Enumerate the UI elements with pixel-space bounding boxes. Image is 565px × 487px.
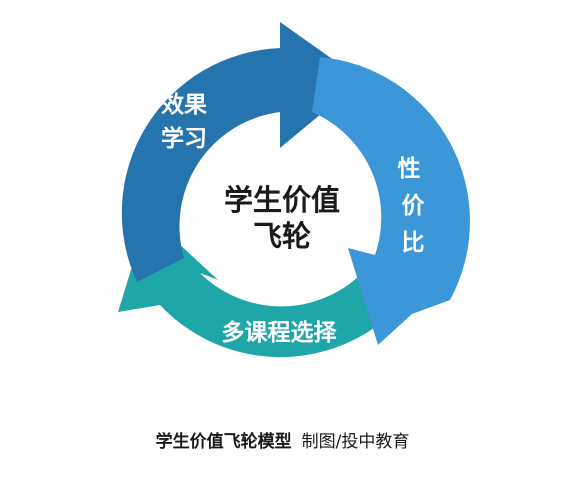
segment-effect-learning-label-1: 效果	[161, 91, 207, 118]
segment-cost-performance-label-1: 性	[398, 156, 421, 182]
segment-effect-learning-label-2: 学习	[161, 125, 207, 152]
segment-cost-performance-arrow	[312, 57, 470, 345]
segment-course-choice-label: 多课程选择	[222, 319, 338, 346]
figure-caption: 学生价值飞轮模型制图/投中教育	[0, 427, 565, 452]
segment-course-choice-arrow	[118, 215, 420, 358]
segment-cost-performance-label-3: 比	[402, 230, 425, 256]
flywheel-diagram: 学生价值 飞轮 效果 学习 性 价 比 多课程选择	[118, 22, 470, 358]
center-label-line2: 飞轮	[253, 219, 311, 253]
segment-effect-learning-arrow	[121, 22, 363, 282]
center-label-line1: 学生价值	[224, 183, 340, 217]
segment-cost-performance-label-2: 价	[402, 193, 426, 219]
caption-credit: 制图/投中教育	[301, 432, 410, 452]
caption-title: 学生价值飞轮模型	[155, 432, 292, 452]
